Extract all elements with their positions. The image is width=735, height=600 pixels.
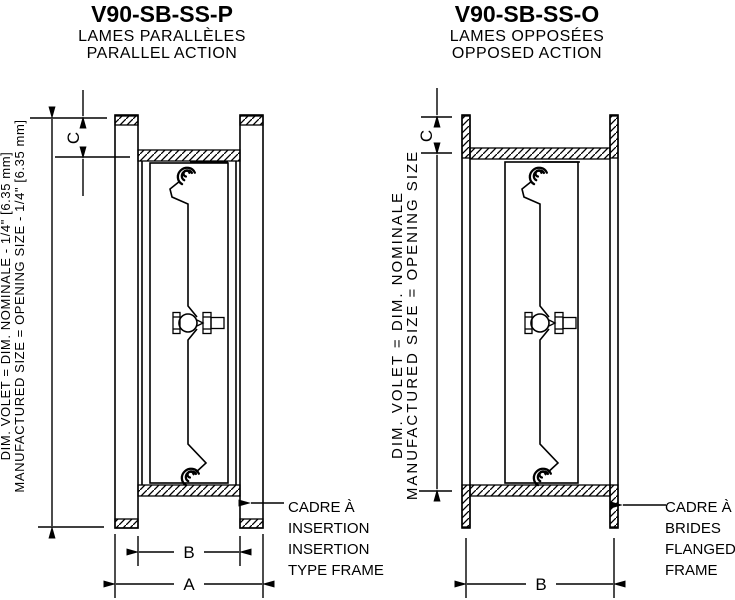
right-damper-frame: [469, 147, 611, 497]
right-model-title: V90-SB-SS-O: [455, 1, 599, 27]
left-frame-callout: CADRE À INSERTION INSERTION TYPE FRAME: [238, 499, 384, 579]
left-damper-frame: [137, 149, 241, 497]
left-callout-line-4: TYPE FRAME: [288, 562, 384, 579]
left-dim-b-label: B: [183, 543, 194, 562]
right-damper-diagram: V90-SB-SS-O LAMES OPPOSÉES OPPOSED ACTIO…: [389, 1, 735, 598]
left-dim-a-label: A: [183, 575, 195, 594]
left-frame-channels: [114, 114, 264, 529]
right-callout-line-1: CADRE À: [665, 499, 732, 516]
right-callout-line-2: BRIDES: [665, 520, 721, 537]
left-dimension-a: A: [103, 534, 275, 598]
left-size-note-english: MANUFACTURED SIZE = OPENING SIZE - 1/4" …: [12, 119, 27, 492]
left-dimension-c: C: [30, 90, 130, 196]
left-subtitle-english: PARALLEL ACTION: [87, 45, 238, 62]
right-frame-callout: CADRE À BRIDES FLANGED FRAME: [610, 499, 735, 579]
left-damper-diagram: V90-SB-SS-P LAMES PARALLÈLES PARALLEL AC…: [0, 1, 384, 598]
right-dimension-height: DIM. VOLET = DIM. NOMINALE MANUFACTURED …: [389, 142, 452, 502]
left-dimension-b: B: [126, 536, 252, 566]
right-callout-line-3: FLANGED: [665, 541, 735, 558]
left-dim-c-label: C: [64, 132, 83, 144]
right-subtitle-french: LAMES OPPOSÉES: [450, 26, 605, 45]
right-subtitle-english: OPPOSED ACTION: [452, 45, 602, 62]
right-frame-flanges: [461, 114, 619, 529]
left-callout-line-1: CADRE À: [288, 499, 355, 516]
left-callout-line-2: INSERTION: [288, 520, 369, 537]
right-size-note-french: DIM. VOLET = DIM. NOMINALE: [389, 191, 406, 459]
left-callout-line-3: INSERTION: [288, 541, 369, 558]
right-dim-b-label: B: [535, 575, 546, 594]
right-dim-c-label: C: [417, 130, 436, 142]
left-subtitle-french: LAMES PARALLÈLES: [78, 26, 246, 45]
left-model-title: V90-SB-SS-P: [91, 1, 233, 27]
left-dimension-height: DIM. VOLET = DIM. NOMINALE - 1/4" [6.35 …: [0, 106, 104, 539]
right-size-note-english: MANUFACTURED SIZE = OPENING SIZE: [404, 150, 421, 500]
left-size-note-french: DIM. VOLET = DIM. NOMINALE - 1/4" [6.35 …: [0, 152, 13, 461]
right-dimension-c: C: [417, 88, 452, 154]
right-dimension-b: B: [454, 538, 626, 598]
right-callout-line-4: FRAME: [665, 562, 718, 579]
